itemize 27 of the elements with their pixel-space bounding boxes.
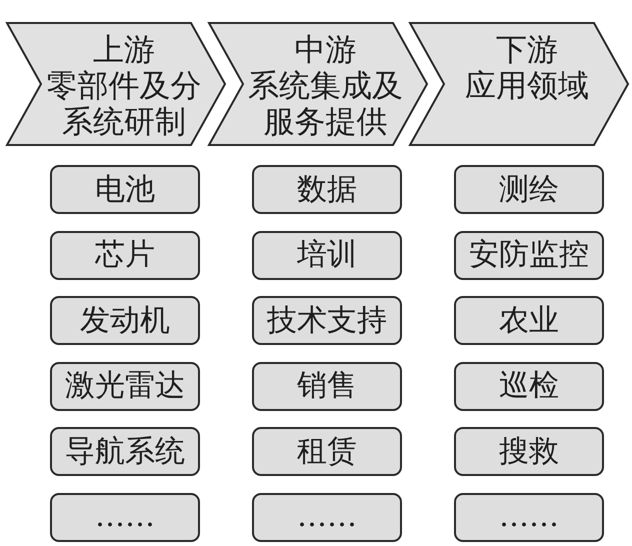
category-box: 技术支持 bbox=[252, 296, 402, 345]
category-box: …… bbox=[50, 492, 200, 542]
category-box: 搜救 bbox=[454, 427, 604, 476]
stage-banner bbox=[409, 22, 629, 146]
category-box: 芯片 bbox=[50, 230, 200, 280]
category-box: 培训 bbox=[252, 230, 402, 280]
stage-heading: 中游 bbox=[294, 32, 356, 68]
stage-heading: 上游 bbox=[93, 32, 155, 68]
stage-banner bbox=[208, 22, 428, 146]
category-box: 巡检 bbox=[454, 362, 604, 410]
category-box: 安防监控 bbox=[454, 230, 604, 280]
category-box: 销售 bbox=[252, 362, 402, 410]
category-box: 数据 bbox=[252, 165, 402, 214]
category-box: 租赁 bbox=[252, 427, 402, 476]
stage-heading: 下游 bbox=[496, 32, 558, 68]
category-box: …… bbox=[252, 492, 402, 542]
stage-description: 零部件及分系统研制 bbox=[46, 68, 202, 140]
category-box: 农业 bbox=[454, 296, 604, 345]
stage-banner bbox=[6, 22, 226, 146]
category-box: 导航系统 bbox=[50, 427, 200, 476]
category-box: 电池 bbox=[50, 165, 200, 214]
category-box: …… bbox=[454, 492, 604, 542]
stage-description: 系统集成及服务提供 bbox=[247, 68, 404, 140]
category-box: 激光雷达 bbox=[50, 362, 200, 410]
category-box: 发动机 bbox=[50, 296, 200, 345]
category-box: 测绘 bbox=[454, 165, 604, 214]
stage-description: 应用领域 bbox=[465, 68, 589, 104]
